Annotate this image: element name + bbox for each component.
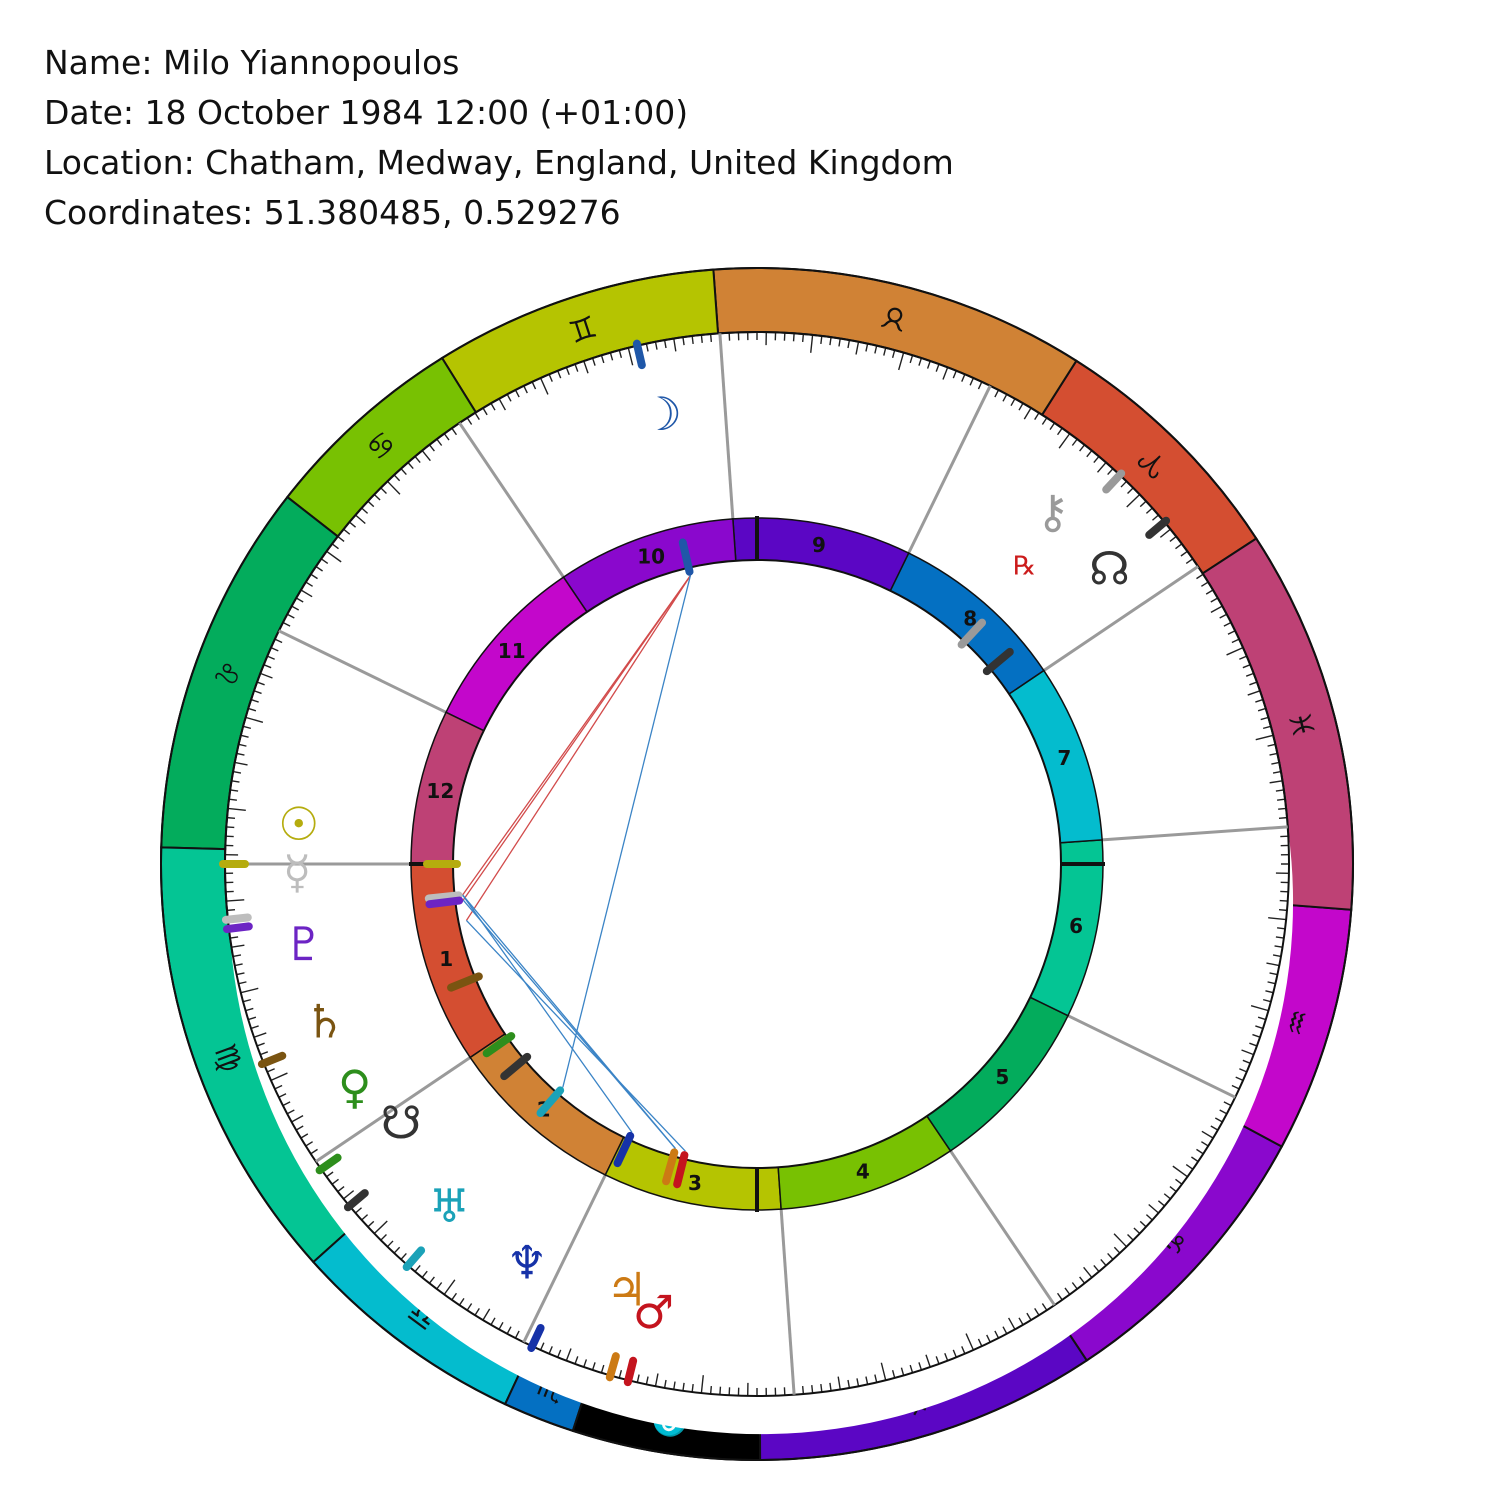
aspect-lines [462,575,692,1152]
planet-venus-icon: ♀ [338,1060,372,1114]
house-cusp-lines [225,333,1288,1395]
house-number-10: 10 [637,545,665,569]
house-cusp-line-5 [949,1150,1056,1306]
planet-marker-outer-uranus [402,1246,426,1272]
planet-uranus-icon: ♅ [429,1179,470,1233]
planet-marker-outer-north-node [1145,516,1171,539]
name-line: Name: Milo Yiannopoulos [44,43,460,82]
planet-pluto-icon: ♇ [283,917,324,971]
house-number-3: 3 [688,1171,702,1195]
house-ring: 123456789101112 [409,516,1105,1212]
planet-marker-outer-chiron [1102,469,1126,494]
date-line: Date: 18 October 1984 12:00 (+01:00) [44,93,689,132]
planet-south-node-icon: ☋ [381,1096,422,1150]
house-cusp-line-2 [315,1056,471,1163]
planet-chiron-icon: ⚷ [1036,485,1070,539]
planet-marker-inner-pluto [425,896,464,909]
house-number-11: 11 [498,639,526,663]
house-number-12: 12 [426,779,454,803]
planet-marker-outer-mercury [221,913,252,924]
aspect-line [462,899,676,1149]
house-cusp-line-10 [718,333,735,519]
house-cusp-line-6 [1067,1014,1236,1099]
planet-marker-outer-neptune [527,1324,545,1352]
house-cusp-line-7 [1102,825,1288,842]
planet-marker-inner-moon [678,538,694,576]
house-number-8: 8 [963,607,977,631]
planet-marker-inner-chiron [957,618,987,649]
house-cusp-line-12 [278,629,447,714]
aspect-line [462,575,691,901]
house-number-7: 7 [1057,746,1071,770]
planet-north-node-icon: ☊ [1089,541,1130,595]
planet-marker-outer-mars [623,1356,638,1387]
zodiac-outer-border [160,267,1354,1461]
planet-marker-inner-venus [482,1032,516,1058]
house-cusp-line-11 [458,422,565,578]
planet-marker-outer-jupiter [605,1352,620,1382]
house-cusp-line-8 [1043,565,1199,672]
planet-sun-icon: ☉ [278,797,319,851]
planet-moon-icon: ☽ [641,387,682,441]
planet-marker-inner-south-node [500,1052,532,1081]
planet-marker-outer-south-node [343,1189,369,1212]
planet-layer: ☽ ☉☿ ♇ ♄ ♀☋♅ ♆ ♃♂ ⚷ ☊ ℞ [219,339,1171,1387]
planet-marker-outer-saturn [257,1051,287,1069]
aspect-line [562,575,692,1088]
house-number-9: 9 [812,533,826,557]
planet-jupiter-icon: ♃ [606,1263,647,1317]
planet-neptune-icon: ♆ [506,1235,547,1289]
house-cusp-line-9 [907,385,992,554]
center-disc [452,559,1062,1169]
house-number-6: 6 [1069,914,1083,938]
house-number-1: 1 [439,947,453,971]
chart-info: Name: Milo Yiannopoulos Date: 18 October… [44,38,954,238]
house-number-4: 4 [856,1159,870,1183]
aspect-line [465,920,686,1152]
planet-mercury-icon: ☿ [283,845,311,899]
planet-marker-inner-mercury [424,891,463,903]
coordinates-line: Coordinates: 51.380485, 0.529276 [44,193,621,232]
location-line: Location: Chatham, Medway, England, Unit… [44,143,954,182]
retrograde-icon: ℞ [1013,552,1036,582]
planet-mars-icon: ♂ [633,1285,674,1339]
planet-marker-inner-north-node [982,647,1014,676]
aspect-line [462,894,633,1133]
planet-saturn-icon: ♄ [304,994,345,1048]
planet-marker-inner-uranus [536,1086,565,1118]
planet-marker-inner-jupiter [662,1148,679,1186]
aspect-line [465,575,691,921]
planet-marker-outer-moon [632,339,646,370]
house-cusp-line-3 [522,1174,607,1343]
planet-marker-inner-mars [673,1151,689,1189]
planet-marker-outer-pluto [222,922,253,934]
house-number-5: 5 [995,1065,1009,1089]
planet-marker-inner-saturn [447,972,483,992]
house-cusp-line-4 [779,1209,796,1395]
planet-marker-inner-neptune [613,1131,635,1168]
planet-marker-outer-venus [315,1153,342,1175]
